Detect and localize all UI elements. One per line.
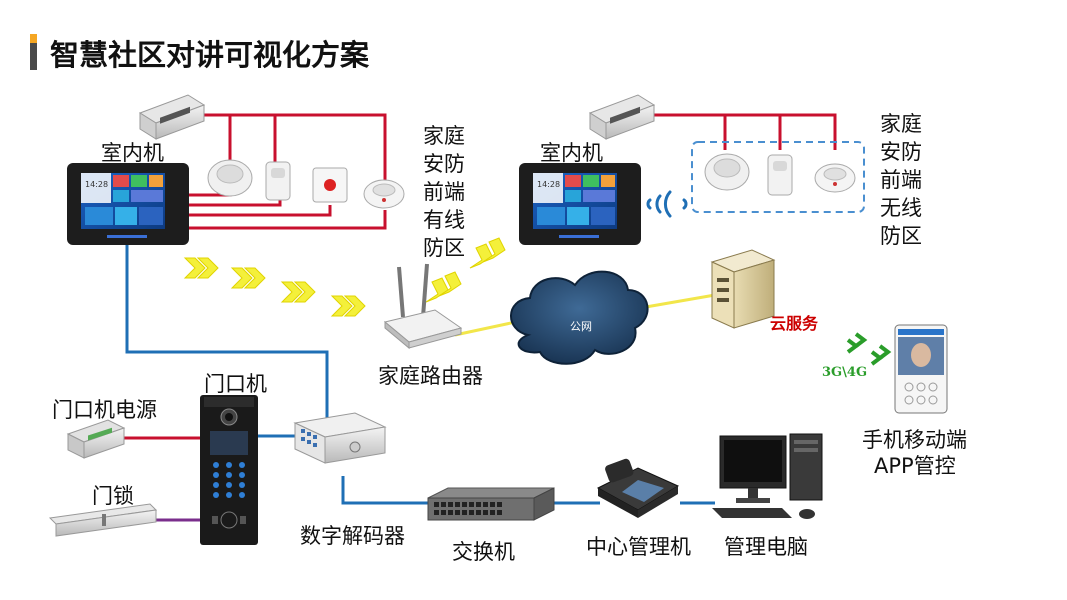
wired-zone-label: 家庭 安防 前端 有线 防区 [420, 122, 468, 262]
smoke-detector-icon [363, 179, 405, 209]
arrow-chevron [230, 267, 253, 289]
pir-sensor-icon [265, 161, 291, 201]
arrow-chevron [482, 237, 506, 263]
wireless-zone-char: 安 [880, 140, 901, 164]
switch-icon [427, 487, 555, 521]
wireless-zone-box [691, 141, 865, 213]
wired-zone-char: 安 [423, 152, 444, 176]
wire-to-detector [188, 210, 387, 230]
arrow-chevron [183, 257, 206, 279]
wire-power-right [640, 113, 837, 150]
power-supply-icon [588, 94, 656, 140]
net-indoor-to-decoder [125, 245, 329, 420]
arrow-chevron [425, 277, 449, 303]
mobile-app-label-2: APP管控 [874, 454, 956, 478]
door-lock-label: 门锁 [92, 484, 134, 508]
door-unit-icon [200, 395, 258, 545]
arrow-chevron [438, 271, 462, 297]
door-power-label: 门口机电源 [52, 398, 157, 422]
wireless-zone-char: 前 [880, 168, 901, 192]
smoke-detector-icon [814, 163, 856, 193]
arrow-chevron [293, 281, 316, 303]
public-net-label: 公网 [570, 320, 592, 333]
arrow-chevron [330, 295, 353, 317]
arrow-chevron [343, 295, 366, 317]
smartphone-icon [894, 324, 948, 414]
digital-decoder-icon [293, 412, 387, 464]
pir-sensor-icon [767, 154, 793, 196]
svg-text:14:28: 14:28 [537, 180, 560, 189]
server-icon [710, 249, 776, 329]
arrow-chevron [196, 257, 219, 279]
door-power-supply-icon [66, 419, 126, 459]
wireless-zone-char: 防 [901, 140, 922, 164]
wire-power-left [195, 113, 387, 195]
wireless-zone-char: 线 [901, 196, 922, 220]
wired-zone-char: 前 [423, 180, 444, 204]
smoke-detector-icon [207, 159, 253, 197]
mobile-signal-icon [846, 332, 892, 366]
wired-zone-char: 防 [444, 152, 465, 176]
management-pc-icon [712, 433, 823, 519]
wifi-signal-icon [646, 190, 688, 218]
net-cloud-to-server [639, 293, 716, 310]
net-decoder-to-switch [341, 476, 430, 505]
mobile-net-label: 3G\4G [822, 365, 868, 380]
title-bar [30, 34, 37, 70]
wired-zone-char: 有 [423, 208, 444, 232]
door-lock-icon [48, 503, 158, 537]
wired-connections [122, 113, 837, 522]
wired-zone-char: 庭 [444, 124, 465, 148]
wire-to-button [188, 205, 332, 217]
wired-zone-char: 家 [423, 124, 444, 148]
router-icon [383, 263, 463, 350]
wire-to-pir [188, 200, 282, 207]
wireless-zone-char: 家 [880, 112, 901, 136]
indoor-unit-right-label: 室内机 [540, 141, 603, 165]
wireless-zone-char: 庭 [901, 112, 922, 136]
central-manager-icon [596, 458, 680, 518]
door-unit-label: 门口机 [204, 372, 267, 396]
cloud-icon [510, 270, 649, 365]
wifi-arrows [183, 237, 506, 317]
management-pc-label: 管理电脑 [724, 535, 808, 559]
central-manager-label: 中心管理机 [586, 535, 691, 559]
home-router-label: 家庭路由器 [378, 364, 483, 388]
mobile-app-label-1: 手机移动端 [862, 428, 967, 452]
arrow-chevron [469, 243, 493, 269]
indoor-unit-left-label: 室内机 [101, 141, 164, 165]
wireless-zone-char: 区 [901, 224, 922, 248]
wired-zone-char: 线 [444, 208, 465, 232]
cloud-service-label: 云服务 [770, 314, 819, 333]
wireless-zone-char: 无 [880, 196, 901, 220]
title-accent [30, 34, 37, 43]
power-supply-icon [138, 94, 206, 140]
wireless-zone-label: 家庭 安防 前端 无线 防区 [877, 110, 925, 250]
wireless-zone-char: 防 [880, 224, 901, 248]
indoor-unit-left: 14:28 [67, 163, 189, 245]
page-title: 智慧社区对讲可视化方案 [50, 38, 370, 72]
digital-decoder-label: 数字解码器 [300, 524, 405, 548]
svg-text:14:28: 14:28 [85, 180, 108, 189]
arrow-chevron [280, 281, 303, 303]
emergency-button-icon [312, 167, 348, 203]
wireless-zone-char: 端 [901, 168, 922, 192]
switch-label: 交换机 [452, 540, 515, 564]
wired-zone-char: 端 [444, 180, 465, 204]
smoke-detector-icon [704, 153, 750, 191]
wired-zone-char: 防 [423, 236, 444, 260]
arrow-chevron [243, 267, 266, 289]
indoor-unit-right: 14:28 [519, 163, 641, 245]
wired-zone-char: 区 [444, 236, 465, 260]
